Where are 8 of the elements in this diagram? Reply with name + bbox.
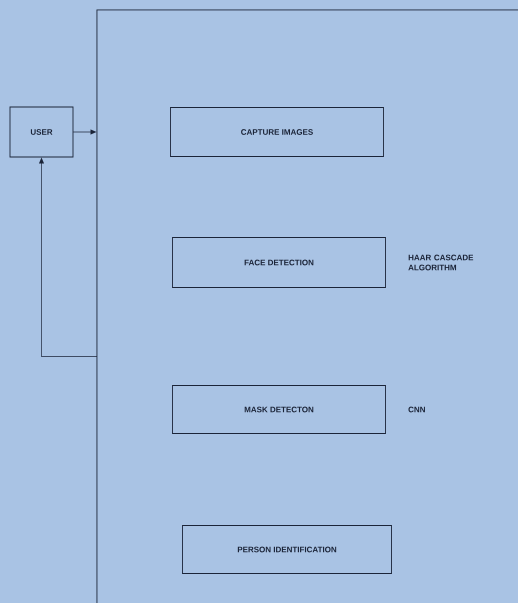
method-label: CNN	[408, 406, 425, 412]
process-box: CAPTURE IMAGES	[170, 107, 384, 157]
method-label: HAAR CASCADE ALGORITHM	[408, 254, 474, 270]
process-box: USER	[10, 106, 74, 158]
process-box: FACE DETECTION	[172, 237, 386, 288]
system-boundary-box	[96, 10, 518, 603]
process-box: MASK DETECTON	[172, 385, 386, 434]
process-box: PERSON IDENTIFICATION	[182, 525, 392, 574]
